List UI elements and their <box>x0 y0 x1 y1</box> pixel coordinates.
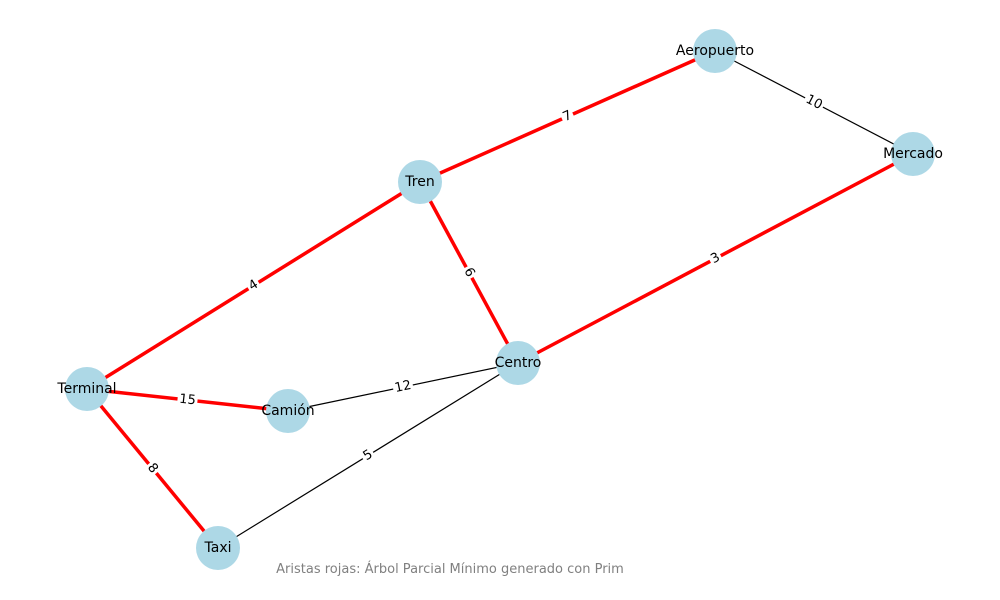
edge-weight-background <box>358 445 378 466</box>
edge-weight-label: 10 <box>801 90 827 115</box>
node-aeropuerto: Aeropuerto <box>676 29 754 73</box>
node-label: Terminal <box>56 381 116 397</box>
nodes-layer: AeropuertoMercadoTrenCentroTerminalCamió… <box>56 29 943 570</box>
node-label: Camión <box>261 403 314 419</box>
edge-weight-label: 8 <box>142 458 163 479</box>
edge-labels-layer: 7 10 3 6 4 15 12 5 8 <box>142 90 827 479</box>
edge-weight-label: 6 <box>459 263 479 282</box>
edge-weight-label: 3 <box>706 248 725 269</box>
edge-weight-background <box>176 390 199 410</box>
edge-weight-background <box>706 248 725 269</box>
edge-weight-label: 12 <box>391 377 415 397</box>
node-label: Tren <box>404 174 434 190</box>
edge-weight-text: 12 <box>393 378 412 396</box>
edge-weight-background <box>244 275 263 296</box>
node-mercado: Mercado <box>883 132 943 176</box>
edge-weight-background <box>558 106 577 127</box>
node-camion: Camión <box>261 389 315 433</box>
edge-weight-text: 15 <box>178 392 196 409</box>
node-centro: Centro <box>495 341 542 385</box>
caption-text: Aristas rojas: Árbol Parcial Mínimo gene… <box>276 561 624 577</box>
edge-weight-background <box>459 263 479 282</box>
node-label: Centro <box>495 355 542 371</box>
node-circle <box>496 341 540 385</box>
node-label: Taxi <box>204 540 232 556</box>
edges-layer <box>85 49 914 550</box>
node-circle <box>398 160 442 204</box>
node-terminal: Terminal <box>56 367 117 411</box>
edge-weight-label: 7 <box>558 106 577 127</box>
node-circle <box>693 29 737 73</box>
edge-weight-background <box>142 458 163 479</box>
edge-weight-text: 10 <box>803 92 825 113</box>
edge-weight-label: 5 <box>358 445 378 466</box>
node-taxi: Taxi <box>196 526 240 570</box>
node-circle <box>196 526 240 570</box>
node-label: Aeropuerto <box>676 43 754 59</box>
node-circle <box>266 389 310 433</box>
node-tren: Tren <box>398 160 442 204</box>
edge-weight-label: 15 <box>176 390 199 410</box>
node-circle <box>65 367 109 411</box>
node-circle <box>891 132 935 176</box>
edge-weight-background <box>801 90 827 115</box>
edge-weight-label: 4 <box>244 275 263 296</box>
edge-weight-background <box>391 377 415 397</box>
node-label: Mercado <box>883 146 943 162</box>
